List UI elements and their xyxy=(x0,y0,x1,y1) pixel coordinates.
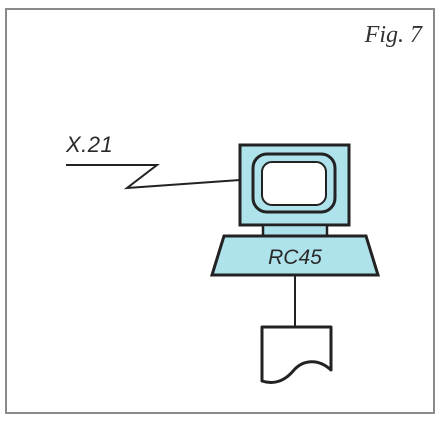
figure-label: Fig. 7 xyxy=(364,22,422,48)
printout-document xyxy=(260,325,333,385)
x21-line xyxy=(66,164,241,190)
monitor-screen-inner xyxy=(261,161,327,206)
x21-line-label: X.21 xyxy=(66,132,114,157)
terminal-base xyxy=(209,234,381,277)
monitor-stand xyxy=(261,223,329,238)
terminal-label: RC45 xyxy=(268,246,322,269)
figure-frame xyxy=(5,8,435,414)
